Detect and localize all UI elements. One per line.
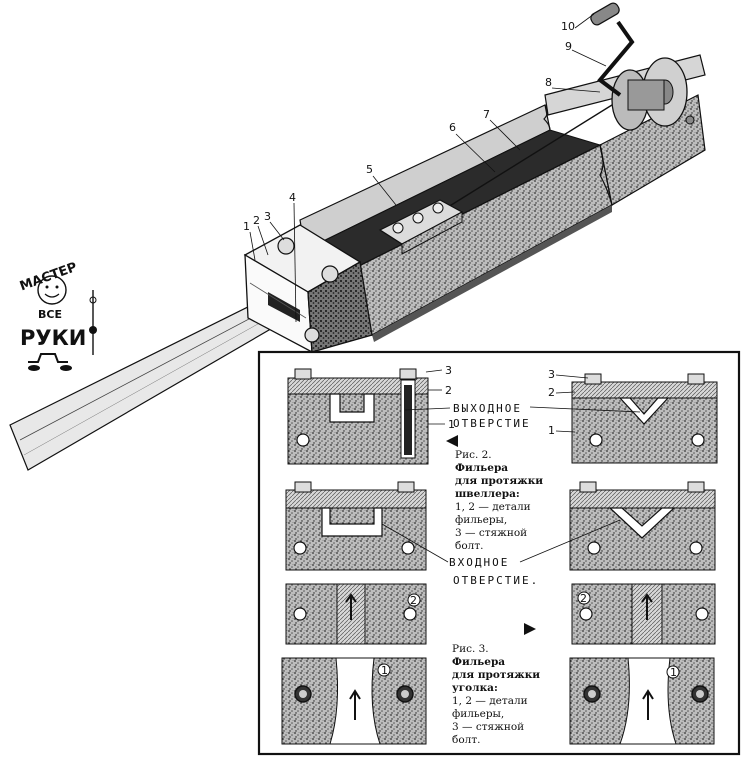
inset-callout-b3: 3 [548,368,555,381]
callout-3: 3 [264,210,271,223]
drawing-device: 1 2 3 4 5 6 7 8 9 10 [9,2,706,471]
angle-die-entry [569,481,716,571]
logo-mid-text: ВСЕ [38,308,62,321]
inset-callout-d2: 2 [580,592,587,605]
die-block [243,224,373,354]
exit-label-line1: ВЫХОДНОЕ [453,402,522,415]
inset-callout-a1: 1 [448,418,455,431]
fig3-line2: Фильера [452,656,505,668]
exit-label-line2: ОТВЕРСТИЕ [453,417,531,430]
inset-callout-f1: 1 [670,666,677,679]
entry-label-line1: ВХОДНОЕ [449,556,509,569]
inset-callout-a3: 3 [445,364,452,377]
logo-arc-text: МАСТЕР [18,260,79,295]
callout-1: 1 [243,220,250,233]
fig3-line5: 1, 2 — детали [452,695,528,707]
angle-die-part2 [571,583,716,645]
inset-callout-b1: 1 [548,424,555,437]
fig3-line7: 3 — стяжной [452,721,524,733]
fig2-pointer [446,435,458,447]
magazine-logo: МАСТЕР ВСЕ РУКИ [18,260,97,371]
angle-die-exit [571,373,718,464]
channel-die-entry [285,481,427,571]
inset-callout-c2: 2 [410,594,417,607]
inset-panel: 3 2 1 3 2 1 2 2 1 1 ВЫХОДНОЕ ОТВЕРСТИЕ В… [257,350,741,756]
inset-callout-a2: 2 [445,384,452,397]
callout-9: 9 [565,40,572,53]
channel-die-part2 [285,583,427,645]
fig2-line7: 3 — стяжной [455,527,527,539]
callout-4: 4 [289,191,296,204]
callout-6: 6 [449,121,456,134]
fig2-line2: Фильера [455,462,508,474]
channel-die-part1 [281,657,427,745]
winch-drum [611,57,688,131]
fig2-caption: Рис. 2. Фильера для протяжки швеллера: 1… [455,449,543,552]
inset-callout-b2: 2 [548,386,555,399]
fig2-line5: 1, 2 — детали [455,501,531,513]
fig3-caption: Рис. 3. Фильера для протяжки уголка: 1, … [452,643,540,746]
callout-10: 10 [561,20,575,33]
crank-handle [597,20,635,97]
inset-callout-e1: 1 [381,664,388,677]
angle-die-part1 [569,657,715,745]
callout-5: 5 [366,163,373,176]
fig3-line6: фильеры, [452,708,504,720]
entry-label-line2: ОТВЕРСТИЕ. [453,574,539,587]
fig3-line4: уголка: [452,682,498,694]
fig3-line1: Рис. 3. [452,643,489,655]
pull-cable [439,99,621,213]
logo-bottom-text: РУКИ [20,326,86,350]
callout-7: 7 [483,108,490,121]
fig2-line3: для протяжки [455,475,543,487]
fig2-line1: Рис. 2. [455,449,492,461]
callout-2: 2 [253,214,260,227]
fig3-line3: для протяжки [452,669,540,681]
fig2-line4: швеллера: [455,488,520,500]
fig3-line8: болт. [452,734,480,746]
callout-8: 8 [545,76,552,89]
fig3-pointer [524,623,536,635]
fig2-line6: фильеры, [455,514,507,526]
channel-die-exit [287,368,429,465]
fig2-line8: болт. [455,540,483,552]
